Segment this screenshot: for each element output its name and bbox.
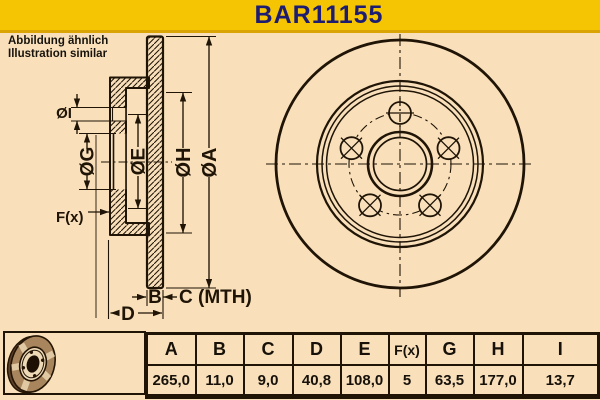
dim-label-b: B	[148, 287, 162, 308]
value-h: 177,0	[472, 364, 524, 398]
header-d: D	[291, 332, 342, 366]
value-fx: 5	[387, 364, 427, 398]
value-b: 11,0	[194, 364, 245, 398]
header-c: C	[242, 332, 294, 366]
table-header-row: A B C D E F(x) G H I	[145, 332, 600, 366]
header-a: A	[145, 332, 197, 366]
similarity-note: Abbildung ähnlich Illustration similar	[8, 35, 108, 61]
dim-label-fx: F(x)	[56, 209, 84, 226]
disc-highlight-spokes	[11, 342, 56, 391]
value-e: 108,0	[339, 364, 390, 398]
part-number: BAR11155	[254, 0, 384, 29]
value-g: 63,5	[424, 364, 475, 398]
cross-section-view	[101, 35, 172, 290]
dim-label-d: D	[121, 304, 135, 325]
dim-label-dia-a: ØA	[199, 148, 221, 178]
brake-disc-icon	[6, 335, 56, 394]
disc-icon-box	[3, 331, 146, 395]
dimension-lines	[71, 35, 216, 319]
disc-centre-hole	[26, 355, 40, 373]
centre-bore-inner-circle	[372, 136, 428, 192]
header-fx: F(x)	[387, 332, 427, 366]
dimension-table: A B C D E F(x) G H I 265,0 11,0 9,0 40,8…	[145, 332, 600, 399]
disc-hub-ring	[21, 349, 45, 379]
hat-circle-outer	[315, 79, 485, 249]
dim-label-dia-h: ØH	[173, 148, 195, 178]
value-a: 265,0	[145, 364, 197, 398]
bolt-hole-marks	[340, 98, 460, 217]
value-d: 40,8	[291, 364, 342, 398]
note-line-de: Abbildung ähnlich	[8, 35, 109, 47]
dim-label-c-mth: C (MTH)	[179, 287, 252, 308]
header-b: B	[194, 332, 245, 366]
table-value-row: 265,0 11,0 9,0 40,8 108,0 5 63,5 177,0 1…	[145, 364, 600, 398]
header-e: E	[339, 332, 390, 366]
dim-label-dia-g: ØG	[78, 147, 99, 177]
dim-label-dia-i: ØI	[56, 105, 72, 122]
header-i: I	[521, 332, 600, 366]
hat-circle-mid	[321, 85, 479, 243]
disc-bolt-dots	[21, 350, 45, 378]
centre-bore-circle	[366, 130, 434, 198]
outer-diameter-circle	[274, 38, 526, 290]
hat-circle-inner	[325, 89, 475, 239]
note-line-en: Illustration similar	[8, 48, 108, 60]
front-view	[266, 34, 535, 297]
bolt-hole-cutout	[108, 107, 127, 121]
value-i: 13,7	[521, 364, 600, 398]
header-h: H	[472, 332, 524, 366]
value-c: 9,0	[242, 364, 294, 398]
header-g: G	[424, 332, 475, 366]
title-banner: BAR11155	[0, 0, 600, 33]
dim-label-dia-e: ØE	[129, 148, 150, 175]
